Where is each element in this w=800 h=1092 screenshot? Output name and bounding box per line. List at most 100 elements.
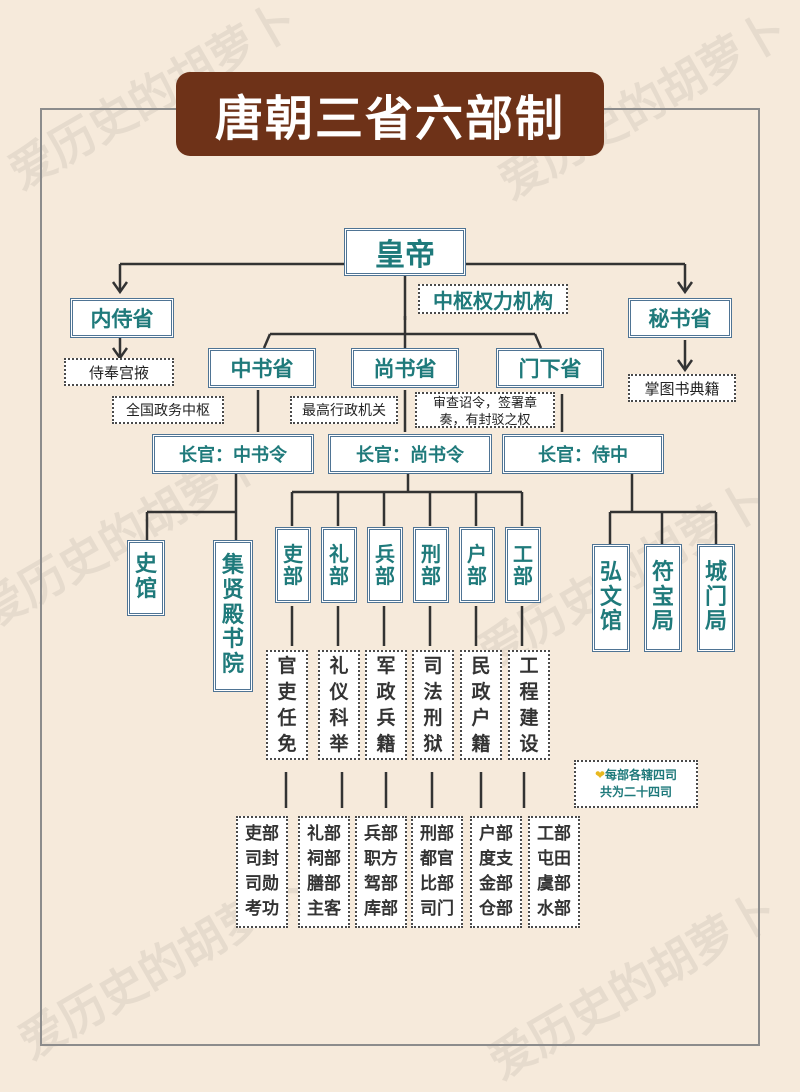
mishu-label: 秘书省 — [648, 307, 712, 331]
char: 仪 — [329, 681, 349, 703]
ministry-duty: 礼仪科举 — [318, 650, 360, 760]
char: 科 — [329, 707, 349, 729]
menxia-desc-text: 审查诏令，签署章奏，有封驳之权 — [432, 396, 537, 428]
heart-icon: ❤ — [594, 768, 606, 782]
ministry-label: 户部 — [467, 541, 487, 588]
ministry-duty-text: 民政户籍 — [471, 653, 490, 757]
office-item: 司勋 — [245, 874, 279, 894]
char: 籍 — [376, 733, 396, 755]
ministry-duty-text: 礼仪科举 — [329, 653, 348, 757]
char: 殿 — [221, 602, 244, 628]
char: 工 — [513, 541, 533, 566]
menxia-label: 门下省 — [518, 357, 582, 381]
char: 法 — [423, 681, 443, 703]
menxia-sub-box: 城门局 — [697, 544, 735, 652]
ministry-box: 刑部 — [413, 527, 449, 603]
char: 政 — [471, 681, 491, 703]
char: 集 — [221, 553, 244, 579]
char: 户 — [471, 707, 491, 729]
menxia-head-box: 长官：侍中 — [502, 434, 664, 474]
char: 文 — [599, 584, 622, 610]
zhongshu-sub-label: 集贤殿书院 — [222, 554, 244, 677]
shangshu-box: 尚书省 — [351, 348, 459, 388]
menxia-sub-box: 弘文馆 — [592, 544, 630, 652]
shangshu-label: 尚书省 — [373, 357, 437, 381]
char: 局 — [704, 609, 727, 635]
ministry-label: 工部 — [513, 541, 533, 588]
char: 任 — [277, 707, 297, 729]
office-item: 吏部 — [245, 824, 279, 844]
zhongshu-label: 中书省 — [230, 357, 294, 381]
char: 户 — [467, 541, 487, 566]
ministry-offices: 兵部职方驾部库部 — [355, 816, 407, 928]
char: 城 — [704, 560, 727, 586]
char: 符 — [651, 560, 674, 586]
char: 部 — [467, 564, 487, 588]
ministry-box: 礼部 — [321, 527, 357, 603]
shangshu-head-box: 长官：尚书令 — [328, 434, 492, 474]
summary-line-1: ❤每部各辖四司 — [595, 767, 677, 784]
char: 部 — [513, 564, 533, 588]
office-item: 仓部 — [479, 899, 513, 919]
char: 建 — [519, 707, 539, 729]
central-note: 中枢权力机构 — [418, 284, 568, 314]
char: 门 — [704, 584, 727, 610]
char: 局 — [651, 609, 674, 635]
ministry-box: 吏部 — [275, 527, 311, 603]
ministry-label: 吏部 — [283, 541, 303, 588]
char: 刑 — [423, 707, 443, 729]
mishu-box: 秘书省 — [628, 298, 732, 338]
char: 吏 — [283, 541, 303, 566]
zhongshu-box: 中书省 — [208, 348, 316, 388]
ministry-duty: 官吏任免 — [266, 650, 308, 760]
office-item: 库部 — [364, 899, 398, 919]
ministry-label: 礼部 — [329, 541, 349, 588]
office-item: 比部 — [420, 874, 454, 894]
char: 免 — [277, 733, 297, 755]
char: 政 — [376, 681, 396, 703]
emperor-box: 皇帝 — [344, 228, 466, 276]
char: 宝 — [651, 584, 674, 610]
office-item: 司封 — [245, 849, 279, 869]
summary-line-1-text: 每部各辖四司 — [605, 768, 678, 782]
office-item: 礼部 — [307, 824, 341, 844]
char: 官 — [277, 655, 297, 677]
ministry-offices: 刑部都官比部司门 — [411, 816, 463, 928]
char: 工 — [519, 655, 539, 677]
office-item: 户部 — [479, 824, 513, 844]
char: 程 — [519, 681, 539, 703]
char: 狱 — [423, 733, 443, 755]
char: 馆 — [599, 609, 622, 635]
office-item: 屯田 — [537, 849, 571, 869]
char: 礼 — [329, 541, 349, 566]
ministry-box: 工部 — [505, 527, 541, 603]
char: 吏 — [277, 681, 297, 703]
office-item: 职方 — [364, 849, 398, 869]
ministry-offices: 户部度支金部仓部 — [470, 816, 522, 928]
char: 弘 — [599, 560, 622, 586]
summary-note: ❤每部各辖四司 共为二十四司 — [574, 760, 698, 808]
char: 军 — [376, 655, 396, 677]
office-item: 工部 — [537, 824, 571, 844]
ministry-duty: 军政兵籍 — [365, 650, 407, 760]
char: 部 — [329, 564, 349, 588]
connector-lines — [111, 262, 718, 808]
office-item: 司门 — [420, 899, 454, 919]
ministry-duty-text: 军政兵籍 — [376, 653, 395, 757]
menxia-head-label: 长官：侍中 — [538, 445, 628, 466]
office-item: 刑部 — [420, 824, 454, 844]
char: 部 — [375, 564, 395, 588]
char: 民 — [471, 655, 491, 677]
char: 部 — [283, 564, 303, 588]
ministry-offices: 礼部祠部膳部主客 — [298, 816, 350, 928]
char: 设 — [519, 733, 539, 755]
menxia-desc: 审查诏令，签署章奏，有封驳之权 — [415, 392, 555, 428]
menxia-sub-label: 弘文馆 — [599, 560, 622, 635]
ministry-label: 刑部 — [421, 542, 441, 587]
char: 司 — [423, 655, 443, 677]
char: 贤 — [221, 578, 244, 604]
neishi-label: 内侍省 — [90, 307, 154, 331]
menxia-sub-label: 符宝局 — [651, 560, 674, 635]
zhongshu-sub-box: 集贤殿书院 — [213, 540, 253, 692]
office-item: 水部 — [537, 899, 571, 919]
